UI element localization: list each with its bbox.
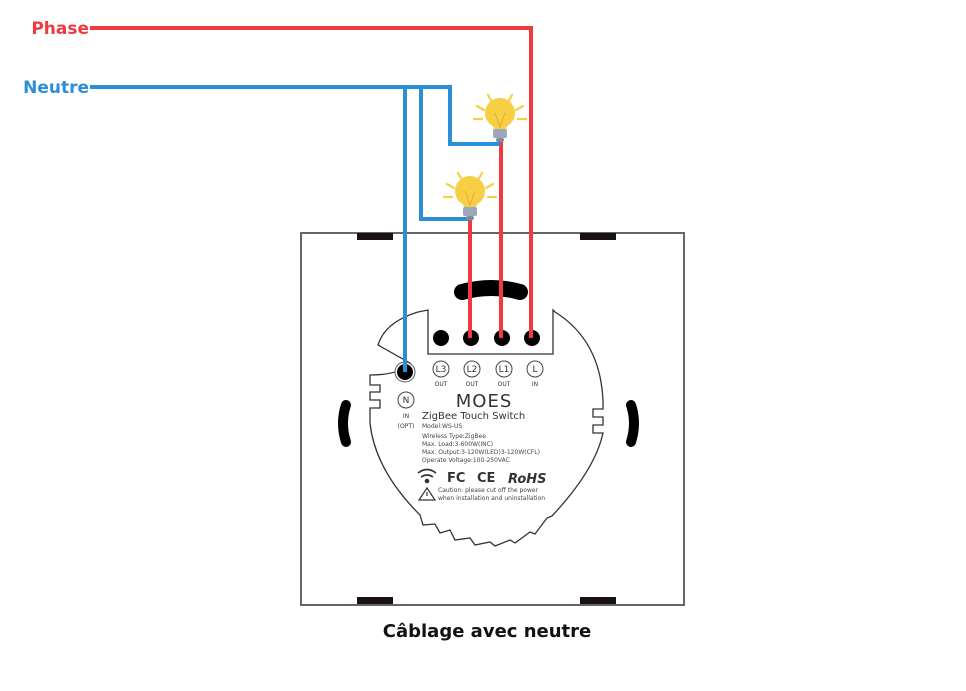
terminal-label: L1 bbox=[499, 365, 510, 375]
terminal-sublabel: OUT bbox=[435, 381, 448, 388]
plate-clip bbox=[357, 597, 393, 604]
device-brand: MOES bbox=[456, 391, 513, 412]
neutre-label: Neutre bbox=[23, 78, 89, 98]
spec-line: Wireless Type:ZigBee bbox=[422, 433, 486, 440]
lightbulb-icon bbox=[472, 93, 528, 142]
terminal-sublabel: IN bbox=[403, 413, 409, 420]
cert-rohs: RoHS bbox=[508, 472, 547, 487]
plate-clip bbox=[580, 597, 616, 604]
neutral-wires bbox=[90, 85, 500, 372]
caution-line: Caution: please cut off the power bbox=[438, 487, 539, 494]
phase-label: Phase bbox=[31, 19, 89, 39]
terminal-label: L2 bbox=[467, 365, 478, 375]
phase-wire-main bbox=[90, 26, 533, 338]
side-slot bbox=[626, 400, 639, 447]
neutral-wire-bulb1 bbox=[90, 85, 500, 146]
plate-clip bbox=[357, 233, 393, 240]
lightbulb-icon bbox=[442, 171, 498, 220]
device-product: ZigBee Touch Switch bbox=[422, 411, 525, 422]
caution-line: when installation and uninstallation bbox=[438, 495, 545, 502]
terminal-label: L bbox=[532, 365, 537, 375]
warning-icon bbox=[417, 486, 437, 501]
spec-line: Max. Load:3-600W(INC) bbox=[422, 441, 493, 448]
terminal-label: L3 bbox=[436, 365, 447, 375]
terminal-labels: L3 OUT L2 OUT L1 OUT L IN N IN (OPT) bbox=[397, 360, 544, 430]
terminal-sublabel: OUT bbox=[466, 381, 479, 388]
phase-wires bbox=[90, 26, 533, 338]
plate-clip bbox=[580, 233, 616, 240]
terminal-sublabel: IN bbox=[532, 381, 538, 388]
spec-line: Model:WS-US bbox=[422, 423, 462, 430]
terminal-label: N bbox=[403, 396, 410, 406]
wifi-icon bbox=[417, 468, 437, 484]
cert-ce: CE bbox=[477, 471, 495, 486]
side-slot bbox=[338, 400, 351, 447]
spec-line: Max. Output:3-120W(LED)3-120W(CFL) bbox=[422, 449, 540, 456]
terminal-sublabel: (OPT) bbox=[398, 423, 415, 430]
top-slot bbox=[454, 280, 528, 300]
device-specs: Model:WS-US Wireless Type:ZigBee Max. Lo… bbox=[422, 423, 540, 464]
terminal-sublabel: OUT bbox=[498, 381, 511, 388]
diagram-caption: Câblage avec neutre bbox=[383, 621, 591, 642]
spec-line: Operate Voltage:100-250VAC bbox=[422, 457, 510, 464]
cert-fc: FC bbox=[447, 471, 465, 486]
neutral-wire-bulb2 bbox=[419, 87, 470, 221]
terminal-l3 bbox=[433, 330, 449, 346]
